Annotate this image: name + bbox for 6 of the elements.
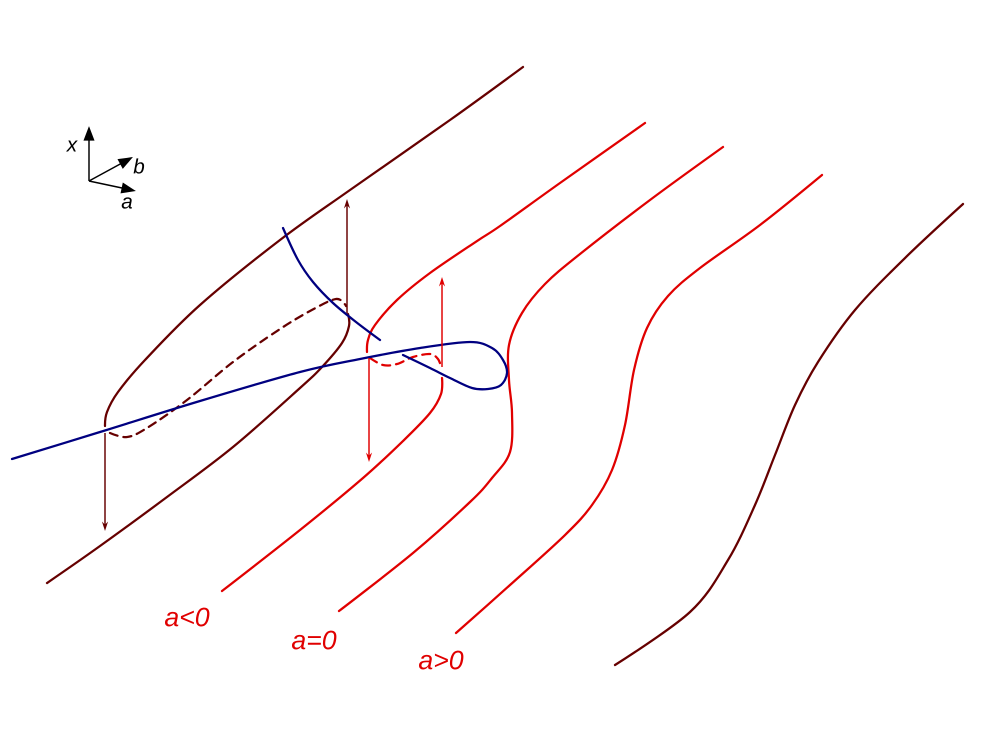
curve-label: a<0: [165, 608, 210, 626]
axis-label: b: [134, 158, 144, 174]
curve-label: a>0: [419, 650, 464, 670]
curve-label: a=0: [292, 630, 336, 650]
axis-label: x: [66, 140, 78, 152]
axis-label: a: [122, 197, 132, 209]
